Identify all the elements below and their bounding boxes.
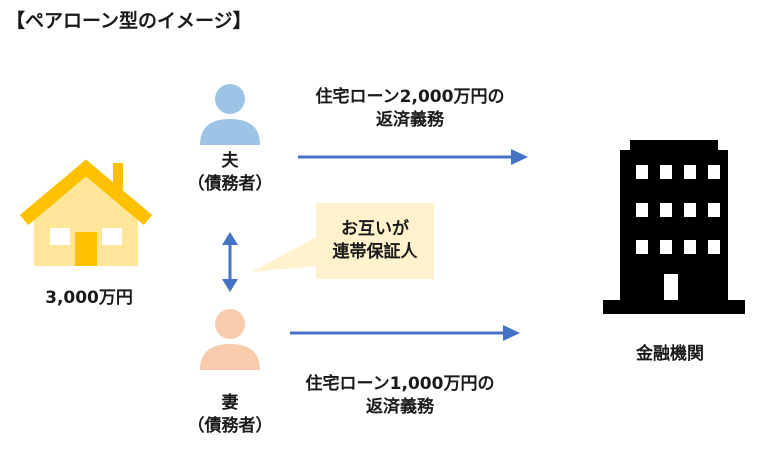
husband-loan-arrow bbox=[298, 149, 528, 165]
bank-label: 金融機関 bbox=[610, 343, 730, 366]
guarantee-line1: お互いが bbox=[341, 219, 409, 239]
wife-role: （債務者） bbox=[187, 416, 273, 436]
wife-label: 妻 （債務者） bbox=[170, 392, 290, 438]
page-title: 【ペアローン型のイメージ】 bbox=[6, 10, 252, 32]
wife-loan-arrow bbox=[290, 325, 520, 341]
wife-person-icon bbox=[200, 309, 260, 370]
wife-loan-line2: 返済義務 bbox=[366, 397, 434, 417]
guarantee-line2: 連帯保証人 bbox=[332, 242, 418, 262]
wife-name: 妻 bbox=[221, 393, 239, 413]
guarantee-callout-bubble bbox=[252, 203, 434, 279]
bank-building-icon bbox=[603, 140, 745, 314]
house-price-label: 3,000万円 bbox=[26, 287, 152, 310]
bank-label-text: 金融機関 bbox=[636, 344, 704, 364]
husband-loan-line1: 住宅ローン2,000万円の bbox=[315, 87, 505, 107]
husband-name: 夫 bbox=[221, 151, 239, 171]
husband-role: （債務者） bbox=[187, 174, 273, 194]
house-icon bbox=[19, 159, 153, 266]
house-price-text: 3,000万円 bbox=[45, 288, 133, 308]
guarantee-callout-text: お互いが 連帯保証人 bbox=[316, 218, 434, 264]
husband-person-icon bbox=[200, 84, 260, 145]
mutual-guarantee-arrow bbox=[222, 232, 238, 292]
wife-loan-label: 住宅ローン1,000万円の 返済義務 bbox=[270, 373, 530, 419]
husband-label: 夫 （債務者） bbox=[170, 150, 290, 196]
wife-loan-line1: 住宅ローン1,000万円の bbox=[305, 374, 495, 394]
husband-loan-label: 住宅ローン2,000万円の 返済義務 bbox=[280, 86, 540, 132]
husband-loan-line2: 返済義務 bbox=[376, 110, 444, 130]
